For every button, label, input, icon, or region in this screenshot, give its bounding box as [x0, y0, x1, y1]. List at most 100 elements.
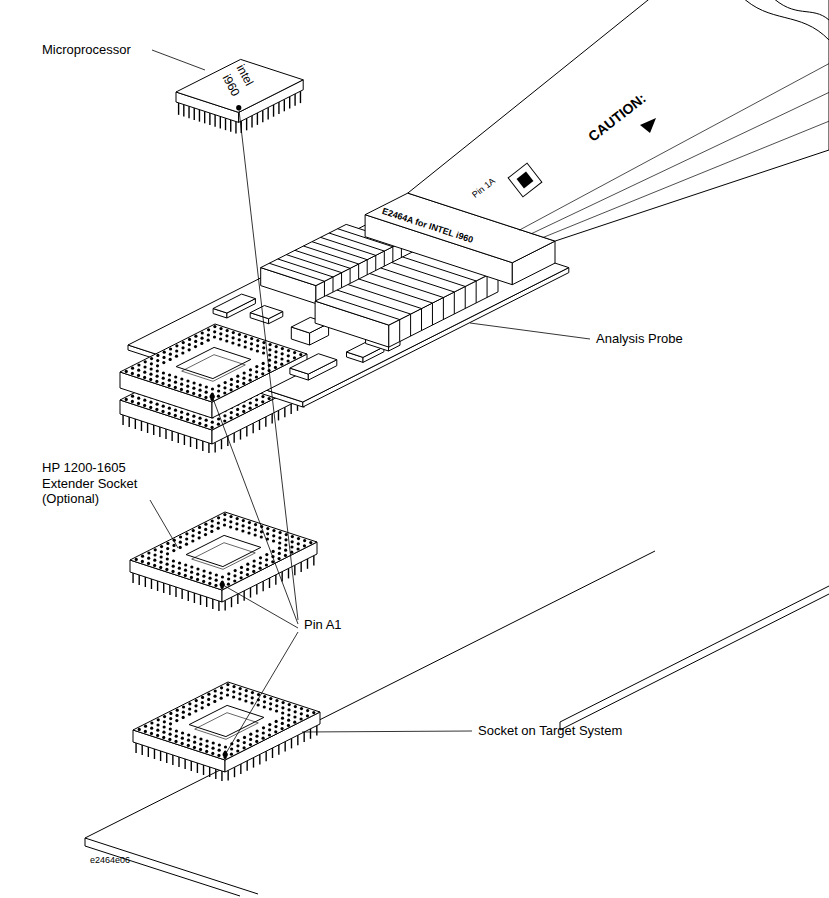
pin-hole	[260, 535, 263, 538]
pin-hole	[214, 689, 217, 692]
pin-hole	[161, 382, 164, 385]
pin	[214, 442, 215, 452]
pin-hole	[234, 569, 237, 572]
pin-hole	[263, 695, 266, 698]
pin-hole	[251, 696, 254, 699]
pin-hole	[199, 383, 202, 386]
pin-hole	[143, 365, 146, 368]
pin-hole	[263, 705, 266, 708]
pin	[284, 407, 285, 417]
pin-hole	[232, 685, 235, 688]
pin-hole	[143, 404, 146, 407]
pin-hole	[194, 704, 197, 707]
pin-hole	[281, 347, 284, 350]
pin-hole	[198, 417, 201, 420]
pin-hole	[223, 386, 226, 389]
pin-hole	[249, 401, 252, 404]
pin-hole	[303, 539, 306, 542]
pin-hole	[160, 545, 163, 548]
socket-opening-floor	[192, 543, 256, 570]
pin-a1-dot	[210, 394, 215, 399]
pin-hole	[200, 337, 203, 340]
pin-hole	[266, 532, 269, 535]
pin-hole	[159, 561, 162, 564]
pin-hole	[294, 705, 297, 708]
pin-hole	[253, 559, 256, 562]
pin-hole	[157, 718, 160, 721]
pin-hole	[172, 544, 175, 547]
pin	[269, 578, 270, 588]
leader-line	[470, 323, 590, 339]
pin	[256, 584, 257, 594]
pin-hole	[217, 754, 220, 757]
leader-line	[222, 585, 298, 628]
pin-hole	[287, 719, 290, 722]
pin-hole	[155, 380, 158, 383]
pin	[262, 581, 263, 591]
pin	[194, 593, 195, 603]
heat-sink-fin	[443, 298, 444, 320]
pin-hole	[150, 357, 153, 360]
pin-hole	[207, 693, 210, 696]
pin-hole	[143, 399, 146, 402]
pin-hole	[156, 734, 159, 737]
pin	[218, 601, 219, 611]
pin-hole	[161, 410, 164, 413]
pin	[197, 763, 198, 773]
pin-hole	[274, 730, 277, 733]
pin-hole	[312, 711, 315, 714]
pin-hole	[280, 357, 283, 360]
pin-hole	[215, 579, 218, 582]
pin	[184, 759, 185, 769]
pin-hole	[282, 701, 285, 704]
pin-hole	[287, 354, 290, 357]
pin-hole	[268, 397, 271, 400]
pin-hole	[226, 693, 229, 696]
pin-hole	[156, 403, 159, 406]
pin-hole	[181, 731, 184, 734]
pin-hole	[256, 339, 259, 342]
pin-hole	[246, 563, 249, 566]
pin-hole	[169, 353, 172, 356]
pin-hole	[179, 535, 182, 538]
pin-hole	[209, 571, 212, 574]
heat-sink-fin	[381, 268, 455, 292]
pin-hole	[244, 699, 247, 702]
pin-hole	[269, 707, 272, 710]
pin-hole	[224, 381, 227, 384]
pin-hole	[240, 571, 243, 574]
pin	[178, 103, 179, 115]
pin-hole	[147, 551, 150, 554]
pin-hole	[269, 702, 272, 705]
pin	[271, 414, 272, 424]
illustration-group	[85, 0, 829, 896]
pin-hole	[256, 344, 259, 347]
pin-hole	[261, 400, 264, 403]
pin-hole	[163, 715, 166, 718]
pin-hole	[155, 408, 158, 411]
warning-triangle	[640, 118, 656, 133]
pin-hole	[219, 332, 222, 335]
pin-hole	[188, 707, 191, 710]
pin-hole	[262, 731, 265, 734]
heat-sink-fin	[421, 309, 422, 331]
pin-hole	[246, 568, 249, 571]
pin-hole	[207, 703, 210, 706]
pin-hole	[244, 335, 247, 338]
pin	[234, 767, 235, 777]
pin-hole	[278, 547, 281, 550]
pin-hole	[245, 689, 248, 692]
pin	[294, 94, 295, 106]
pin	[165, 429, 166, 439]
pin-hole	[220, 691, 223, 694]
pin	[278, 102, 279, 114]
pin-hole	[162, 371, 165, 374]
pin-hole	[281, 722, 284, 725]
leader-line	[225, 632, 298, 755]
pin-hole	[272, 534, 275, 537]
pin-hole	[150, 727, 153, 730]
pin-hole	[293, 356, 296, 359]
pin-hole	[281, 352, 284, 355]
pin-hole	[193, 735, 196, 738]
pin-hole	[254, 523, 257, 526]
